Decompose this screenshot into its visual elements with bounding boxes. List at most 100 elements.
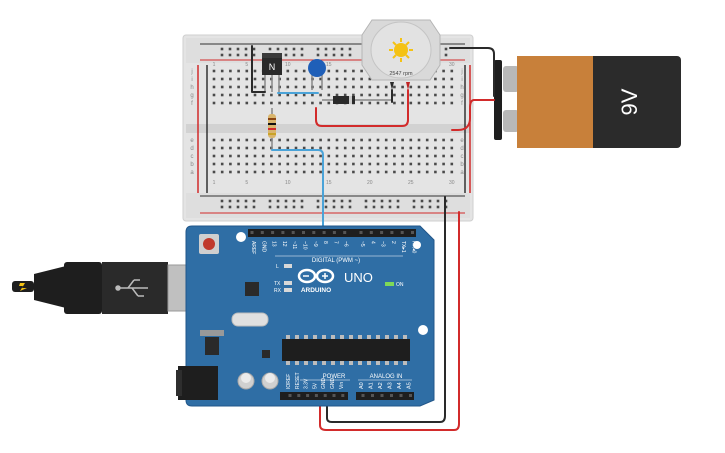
header-socket [411,231,414,234]
row-letter: a [190,170,194,176]
dc-motor: 2547 rpm [361,19,441,90]
header-socket [302,231,305,234]
column-number: 1 [213,62,216,68]
battery-9v: 9V [494,56,681,148]
row-letter: c [191,154,194,160]
wire-red-battery [451,99,495,131]
wire-black-gnd [326,196,446,423]
atmega-chip [282,335,410,365]
row-letter: g [190,93,193,99]
digital-pin-label: 2 [390,241,396,244]
ceramic-capacitor [308,59,326,90]
power-pin-label: 5V [312,382,318,389]
wires [251,45,495,431]
header-socket [288,394,292,397]
wire-red-5v [319,211,460,431]
row-letter: d [190,146,193,152]
led-label-rx: RX [274,288,282,294]
power-pin-label: GND [330,378,336,390]
row-letter: j [460,69,462,75]
header-socket [306,394,310,397]
arduino-logo-text: ARDUINO [301,287,331,294]
column-number: 10 [285,62,291,68]
digital-pin-label: AREF [250,241,256,254]
column-number: 20 [367,180,373,186]
header-socket [380,394,384,397]
analog-pin-label: A5 [407,382,413,389]
header-socket [250,231,254,234]
header-socket [332,231,336,234]
row-letter: f [461,101,463,107]
digital-pin-label: ~3 [380,241,386,247]
row-letter: d [460,146,463,152]
header-socket [380,231,384,234]
power-pin-label: RESET [295,372,301,389]
column-number: 15 [326,180,332,186]
row-letter: e [190,138,194,144]
motor-rpm-label: 2547 rpm [389,71,413,77]
wire-black-battery [449,47,495,97]
column-number: 30 [449,62,455,68]
battery-label: 9V [617,88,642,115]
row-letter: g [460,93,463,99]
analog-pin-label: A0 [359,382,365,389]
row-letter: f [191,101,193,107]
row-letter: i [191,77,192,83]
header-socket [271,231,275,234]
row-letter: a [460,170,464,176]
row-letter: b [190,162,194,168]
digital-pin-label: ~9 [312,241,318,247]
header-socket [409,394,412,397]
row-letter: j [190,69,192,75]
header-socket [390,231,394,234]
digital-pin-label: TX▸1 [400,241,406,253]
row-letter: h [190,85,193,91]
usb-cable [12,262,195,314]
header-socket [400,231,404,234]
row-letter: e [460,138,464,144]
wire-blue-signal [271,149,324,229]
digital-pin-label: 13 [271,241,277,247]
power-pin-label: IOREF [286,374,292,389]
digital-label: DIGITAL (PWM ~) [312,258,360,264]
on-label: ON [396,282,404,288]
digital-pin-label: 7 [332,241,338,244]
power-pin-label: Vin [339,382,345,389]
arduino-logo: ARDUINO [297,268,335,294]
column-number: 25 [408,180,414,186]
wire-black-emitter [251,45,266,93]
diode [322,96,392,104]
npn-transistor: N [262,53,282,92]
header-socket [359,231,363,234]
header-socket [361,394,365,397]
header-socket [371,394,374,397]
analog-pin-label: A4 [397,382,403,389]
led-label-l: L [276,264,279,270]
digital-pin-label: GND [260,241,266,253]
analog-pin-label: A2 [378,382,384,389]
row-letter: b [460,162,464,168]
header-socket [260,231,264,234]
board-model: UNO [344,270,373,285]
transistor-label: N [269,62,276,72]
power-pin-label: 3.3V [304,378,310,389]
column-number: 5 [245,62,248,68]
header-socket [369,231,373,234]
header-socket [281,231,285,234]
header-socket [332,394,336,397]
power-label: POWER [323,374,346,380]
digital-pin-label: 4 [369,241,375,244]
row-letter: c [461,154,464,160]
usb-icon [115,279,148,297]
header-socket [314,394,318,397]
column-number: 1 [213,180,216,186]
header-socket [390,394,393,397]
digital-pin-label: 12 [281,241,287,247]
sun-icon [389,38,413,62]
